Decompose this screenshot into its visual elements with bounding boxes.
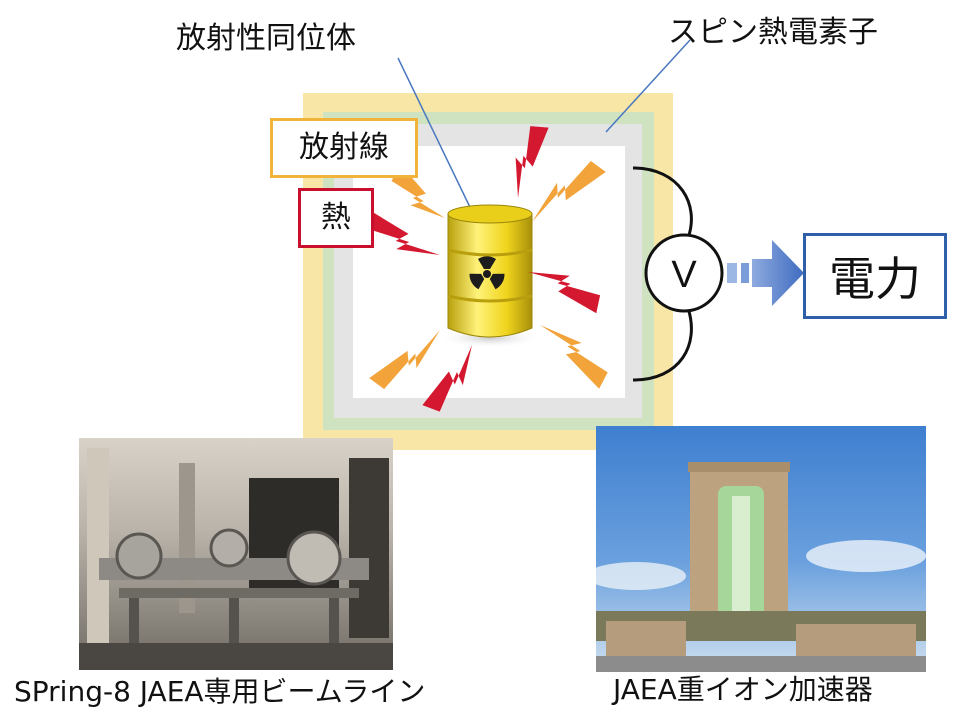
arrow-right-icon bbox=[727, 240, 804, 306]
voltmeter-icon: V bbox=[644, 233, 724, 313]
beamline-photo bbox=[79, 438, 393, 670]
accelerator-photo bbox=[596, 426, 926, 672]
beamline-photo-illustration bbox=[79, 448, 393, 670]
spin-leader-line bbox=[605, 39, 691, 133]
lightning-bolt-icon bbox=[369, 330, 440, 390]
heat-label: 熱 bbox=[298, 188, 374, 248]
lightning-bolt-icon bbox=[364, 209, 440, 255]
radioactive-barrel bbox=[438, 204, 542, 348]
isotope-leader-line bbox=[397, 57, 481, 229]
beamline-caption: SPring-8 JAEA専用ビームライン bbox=[14, 675, 426, 708]
spin-thermo-element-label: スピン熱電素子 bbox=[668, 15, 878, 50]
circuit-wire-bottom bbox=[632, 307, 693, 382]
lightning-bolt-icon bbox=[391, 165, 445, 218]
accelerator-caption: JAEA重イオン加速器 bbox=[613, 673, 873, 706]
lightning-bolt-icon bbox=[540, 325, 608, 389]
radiation-bolts bbox=[364, 126, 608, 412]
radiation-trefoil-icon bbox=[469, 256, 505, 290]
lightning-bolt-icon bbox=[515, 126, 549, 198]
radiation-label: 放射線 bbox=[270, 118, 418, 178]
voltmeter-label: V bbox=[671, 254, 697, 296]
lightning-bolt-icon bbox=[422, 345, 472, 412]
lightning-bolt-icon bbox=[532, 161, 606, 222]
power-label: 電力 bbox=[803, 233, 947, 319]
lightning-bolt-icon bbox=[528, 272, 601, 314]
isotope-label: 放射性同位体 bbox=[176, 21, 356, 56]
circuit-wire-top bbox=[632, 166, 693, 239]
accelerator-photo-illustration bbox=[596, 462, 926, 672]
